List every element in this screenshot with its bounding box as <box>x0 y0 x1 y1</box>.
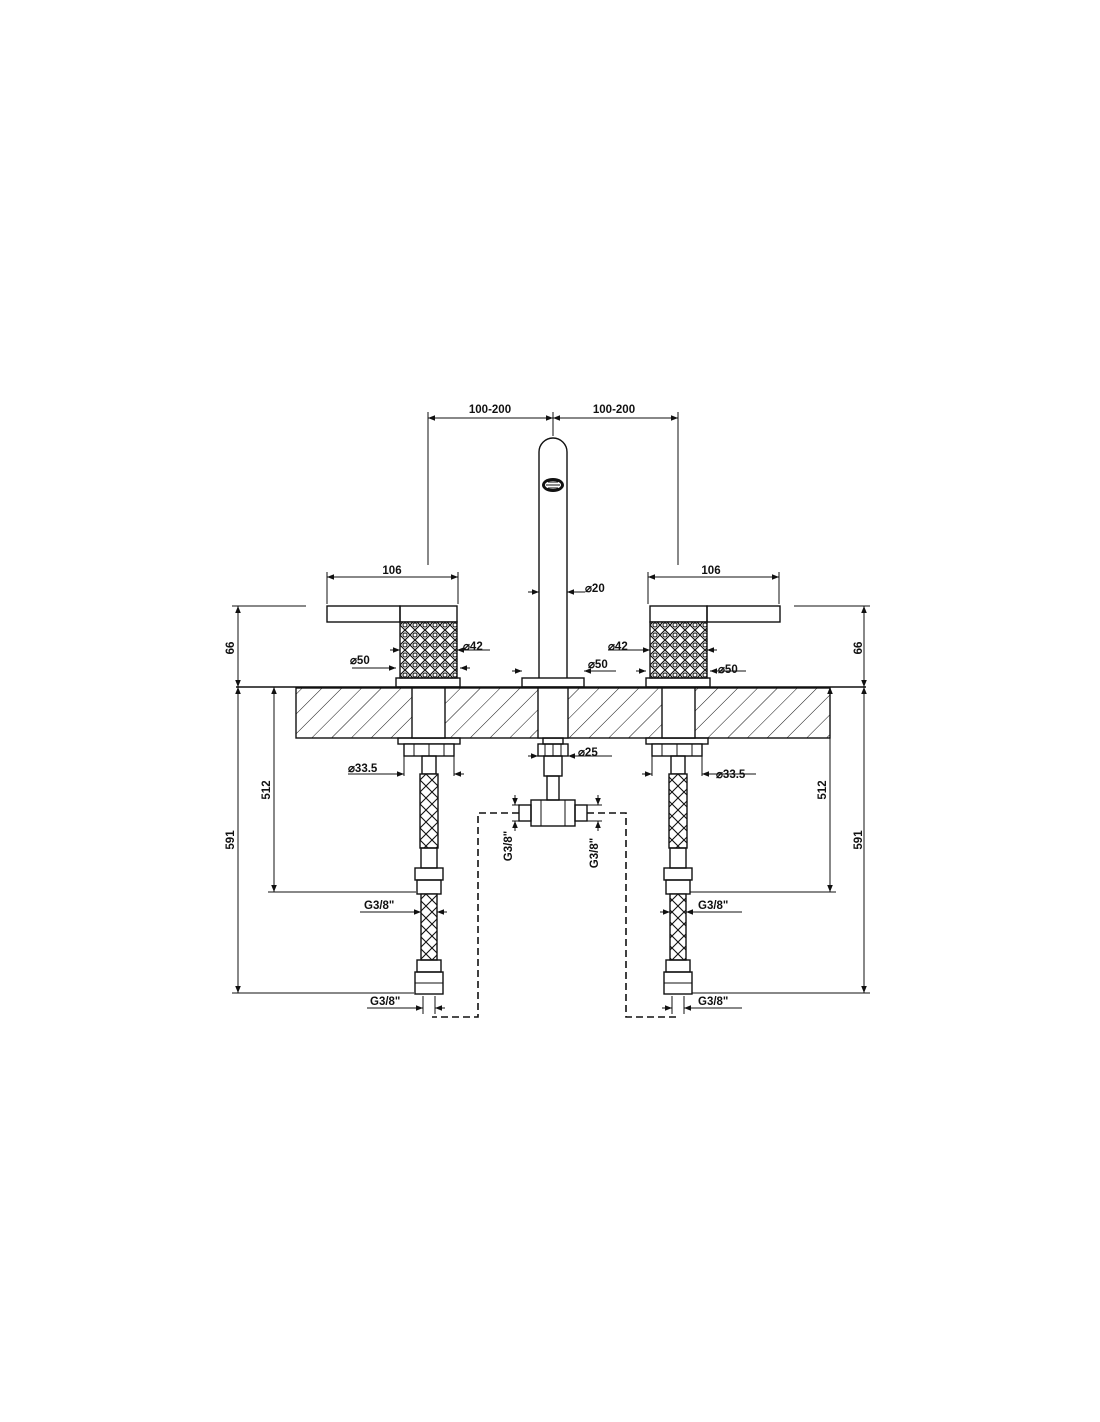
thread-center-right-label: G3/8" <box>589 838 601 868</box>
handle-length-left-label: 106 <box>382 565 401 577</box>
body-diameter-right-label: ⌀42 <box>608 641 628 653</box>
thread-left-lower-label: G3/8" <box>370 996 400 1008</box>
height-right-label: 66 <box>853 642 865 655</box>
thread-center-left-label: G3/8" <box>503 831 515 861</box>
left-valve <box>326 605 461 995</box>
base-diameter-right-label: ⌀50 <box>718 664 738 676</box>
spout-diameter-label: ⌀20 <box>585 583 605 595</box>
dimension-labels: 100-200 100-200 106 106 ⌀20 ⌀42 ⌀42 ⌀50 … <box>225 404 865 1008</box>
thread-right-upper-label: G3/8" <box>698 900 728 912</box>
height-left-label: 66 <box>225 642 237 655</box>
spread-right-label: 100-200 <box>593 404 635 416</box>
spout <box>518 437 588 827</box>
nut-diameter-left-label: ⌀33.5 <box>348 763 378 775</box>
center-hose-outline <box>432 812 676 1018</box>
base-diameter-left-label: ⌀50 <box>350 655 370 667</box>
nut-diameter-right-label: ⌀33.5 <box>716 769 746 781</box>
spread-left-label: 100-200 <box>469 404 511 416</box>
total-length-right-label: 591 <box>853 830 865 850</box>
hose-length-left-label: 512 <box>261 780 273 799</box>
thread-right-lower-label: G3/8" <box>698 996 728 1008</box>
base-diameter-center-label: ⌀50 <box>588 659 608 671</box>
right-valve <box>645 605 781 995</box>
dimension-lines <box>232 412 870 1014</box>
handle-length-right-label: 106 <box>701 565 720 577</box>
hose-length-right-label: 512 <box>817 780 829 799</box>
shank-diameter-center-label: ⌀25 <box>578 747 598 759</box>
thread-left-upper-label: G3/8" <box>364 900 394 912</box>
total-length-left-label: 591 <box>225 830 237 850</box>
countertop <box>236 686 866 739</box>
body-diameter-left-label: ⌀42 <box>463 641 483 653</box>
